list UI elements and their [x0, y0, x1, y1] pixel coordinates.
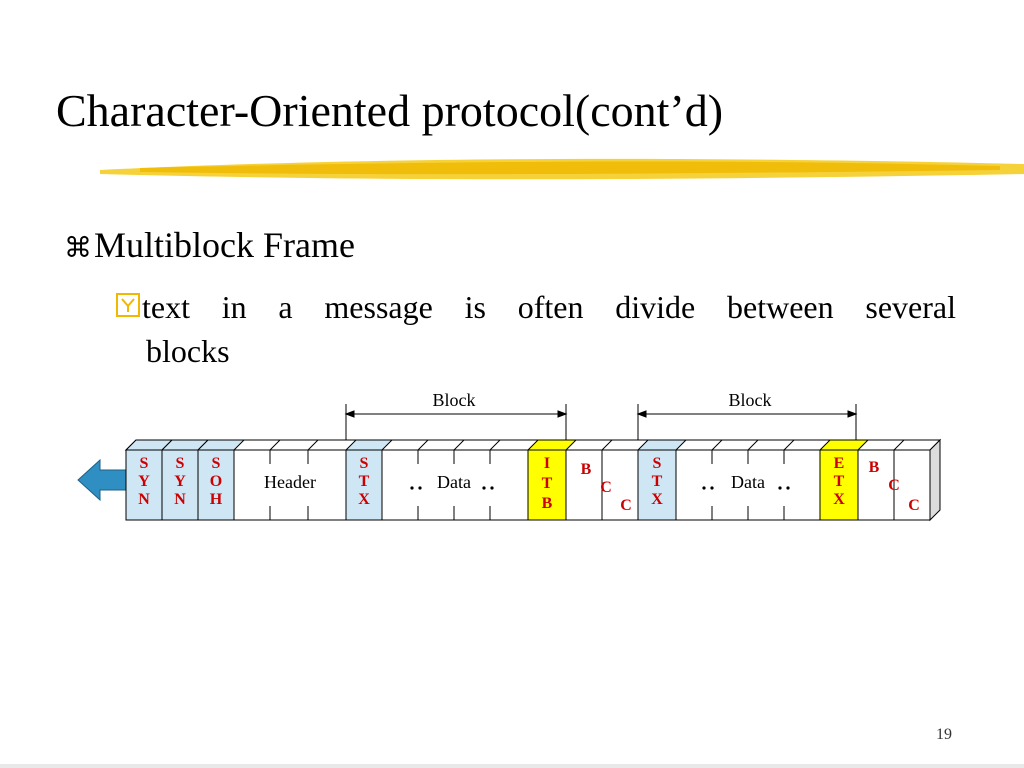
stx1-letter-3: X	[358, 491, 370, 508]
field-data-2-label: Data	[731, 472, 765, 492]
checkbox-y-icon	[116, 293, 140, 317]
field-header-label: Header	[264, 472, 316, 492]
syn1-letter-3: N	[138, 491, 150, 508]
etx-letter-3: X	[833, 491, 845, 508]
bullet-level1-text: Multiblock Frame	[94, 225, 355, 265]
bullet-level2-text-line2: blocks	[116, 329, 956, 373]
bullet-level1: ⌘Multiblock Frame	[64, 224, 355, 266]
slide-title: Character-Oriented protocol(cont’d)	[56, 84, 723, 137]
bcc2-letter-3: C	[908, 497, 920, 514]
block-label-1: Block	[433, 390, 476, 410]
syn1-letter-1: S	[140, 455, 149, 472]
block-label-2: Block	[729, 390, 772, 410]
soh-letter-2: O	[210, 473, 222, 490]
stx1-letter-2: T	[359, 473, 370, 490]
bullet-level2: text in a message is often divide betwee…	[116, 285, 956, 373]
itb-letter-2: T	[542, 475, 553, 492]
bcc1-letter-3: C	[620, 497, 632, 514]
command-key-icon: ⌘	[64, 231, 92, 264]
soh-letter-1: S	[212, 455, 221, 472]
syn2-letter-1: S	[176, 455, 185, 472]
bcc1-letter-1: B	[581, 461, 592, 478]
soh-letter-3: H	[210, 491, 223, 508]
itb-letter-3: B	[542, 495, 553, 512]
stx2-letter-1: S	[653, 455, 662, 472]
stx1-letter-1: S	[360, 455, 369, 472]
syn2-letter-2: Y	[174, 473, 186, 490]
page-number: 19	[936, 726, 952, 744]
footer-divider	[0, 764, 1024, 768]
syn2-letter-3: N	[174, 491, 186, 508]
itb-letter-1: I	[544, 455, 550, 472]
syn1-letter-2: Y	[138, 473, 150, 490]
title-underline-brushstroke	[100, 150, 1024, 186]
stx2-letter-2: T	[652, 473, 663, 490]
field-data-1-label: Data	[437, 472, 471, 492]
bcc1-letter-2: C	[600, 479, 612, 496]
bcc2-letter-1: B	[869, 459, 880, 476]
bcc2-letter-2: C	[888, 477, 900, 494]
bullet-level2-text-line1: text in a message is often divide betwee…	[142, 285, 956, 329]
etx-letter-2: T	[834, 473, 845, 490]
frame-side-face	[930, 440, 940, 520]
etx-letter-1: E	[834, 455, 845, 472]
frame-top-face	[126, 440, 940, 450]
stx2-letter-3: X	[651, 491, 663, 508]
transmission-direction-arrow	[78, 460, 126, 500]
multiblock-frame-diagram: Block Block	[70, 384, 950, 534]
